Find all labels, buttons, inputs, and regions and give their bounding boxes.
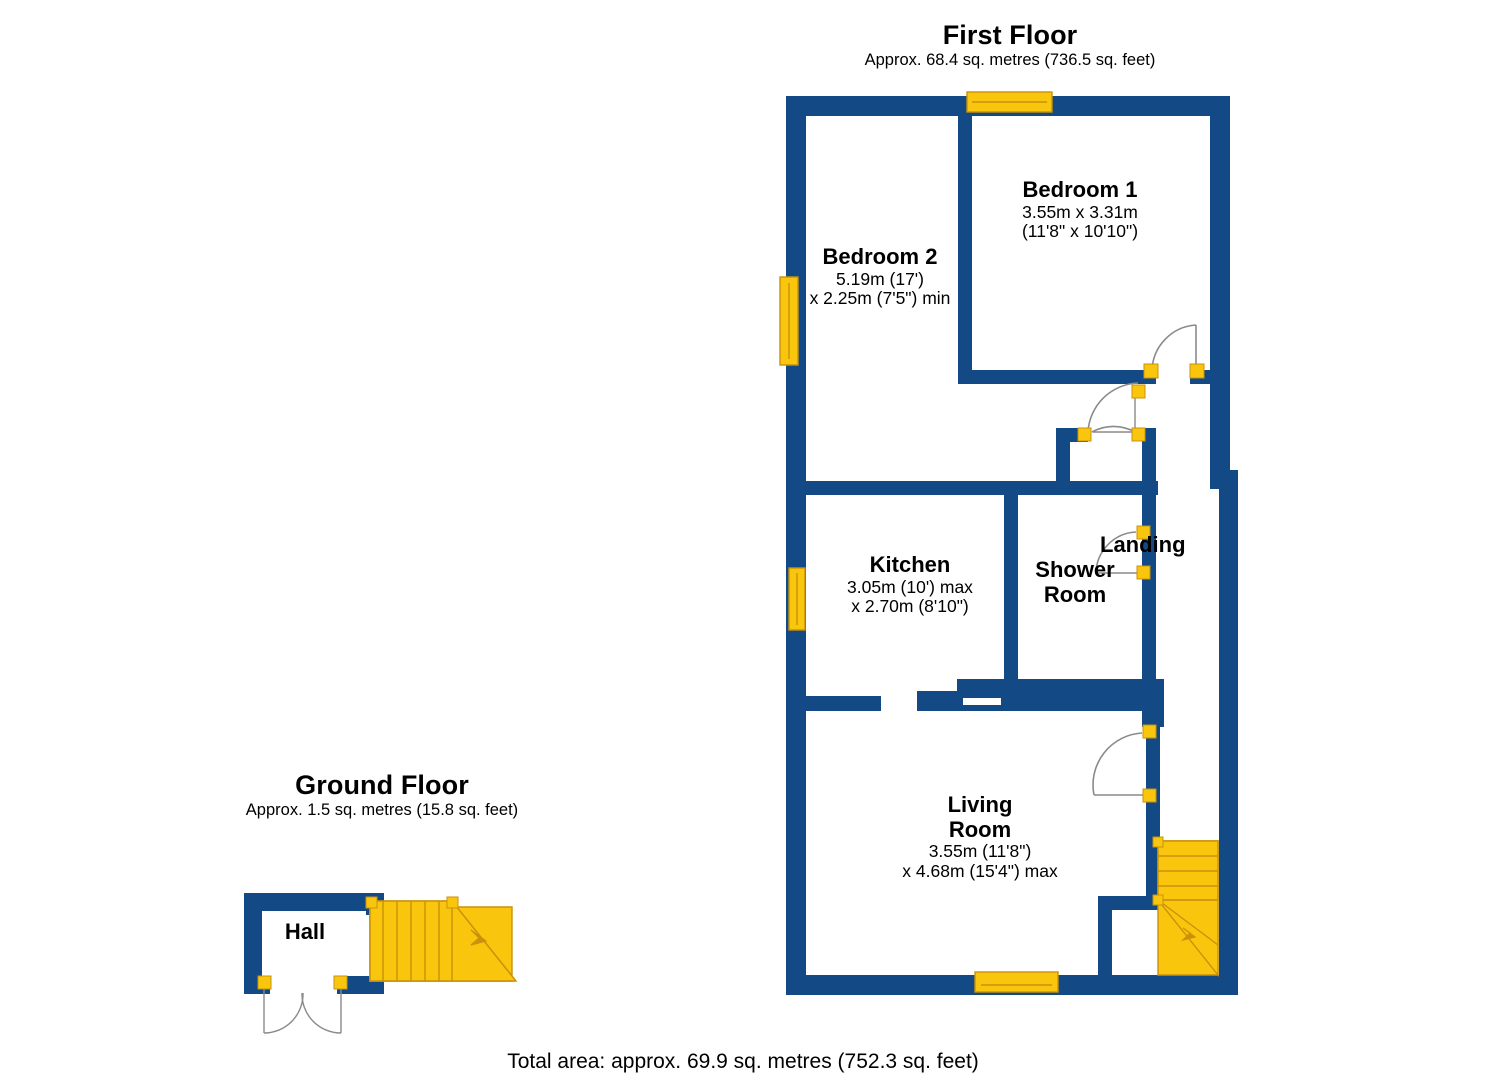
bedroom-1-dim-metric: 3.55m x 3.31m [1022,201,1138,222]
room-label-kitchen: Kitchen 3.05m (10') max x 2.70m (8'10") [812,552,1008,617]
kitchen-name: Kitchen [869,552,951,577]
ground-floor-title: Ground Floor [295,770,469,800]
room-label-hall: Hall [284,919,326,944]
room-label-bedroom-2: Bedroom 2 5.19m (17') x 2.25m (7'5") min [780,244,980,309]
window-bedroom2-left [779,276,799,366]
wall-cupboard-left [1056,428,1070,488]
ground-floor-drawing [244,893,518,1034]
wall-mid-divider [786,481,1158,495]
stairs-first-floor [1152,836,1219,977]
living-room-name-line1: Living [947,792,1013,817]
wall-right-lower [1219,470,1238,995]
door-shower-room [1077,382,1146,442]
room-label-bedroom-1: Bedroom 1 3.55m x 3.31m (11'8" x 10'10") [985,177,1175,242]
wall-bedroom1-bottom [958,370,1156,384]
door-landing [1095,525,1151,580]
living-room-dim-imperial: x 4.68m (15'4") max [902,860,1058,881]
wall-hall-left [244,893,262,994]
bulkhead-slot [963,698,1001,705]
wall-cupboard-right [1142,428,1156,490]
living-room-dim-metric: 3.55m (11'8") [928,841,1032,862]
kitchen-dim-imperial: x 2.70m (8'10") [851,596,969,617]
wall-bulkhead-upper [957,679,1156,711]
door-hall-double [257,975,348,1034]
wall-hall-top [244,893,384,911]
wall-bulkhead-rightstub [1142,679,1164,727]
window-livingroom-bottom [974,971,1059,993]
wall-shower-landing-lower [1142,572,1156,697]
wall-left-outer [786,96,806,995]
first-floor-subtitle: Approx. 68.4 sq. metres (736.5 sq. feet) [864,51,1156,69]
total-area-label: Total area: approx. 69.9 sq. metres (752… [507,1050,979,1073]
bedroom-2-dim-metric: 5.19m (17') [836,268,924,289]
room-label-shower-room: Shower Room [995,557,1155,607]
living-room-name-line2: Room [948,816,1012,842]
wall-living-right [1146,727,1160,910]
wall-stair-top [1098,896,1160,910]
wall-bedroom-partition [958,96,972,384]
shower-room-name-line1: Shower [1035,557,1115,582]
bedroom-2-dim-imperial: x 2.25m (7'5") min [809,288,951,309]
bedroom-2-name: Bedroom 2 [822,244,938,269]
window-bedroom1-top [966,91,1053,113]
bedroom-1-dim-imperial: (11'8" x 10'10") [1021,221,1139,242]
room-label-living-room: Living Room 3.55m (11'8") x 4.68m (15'4"… [880,792,1080,881]
stairs-ground-floor [365,896,518,982]
first-floor-title: First Floor [942,20,1078,50]
wall-right-upper [1210,96,1230,480]
wall-bulkhead-left [786,696,881,711]
first-floor-drawing [779,91,1238,995]
shower-room-name-line2: Room [1043,581,1107,607]
wall-stair-left [1098,896,1112,980]
window-kitchen-left [788,567,806,631]
bedroom-1-name: Bedroom 1 [1022,177,1138,202]
room-label-landing: Landing [1100,532,1186,557]
kitchen-dim-metric: 3.05m (10') max [847,576,973,597]
ground-floor-subtitle: Approx. 1.5 sq. metres (15.8 sq. feet) [245,801,519,819]
wall-kitchen-shower [1004,489,1018,679]
door-living-room [1092,724,1157,803]
door-bedroom1 [1143,324,1205,379]
